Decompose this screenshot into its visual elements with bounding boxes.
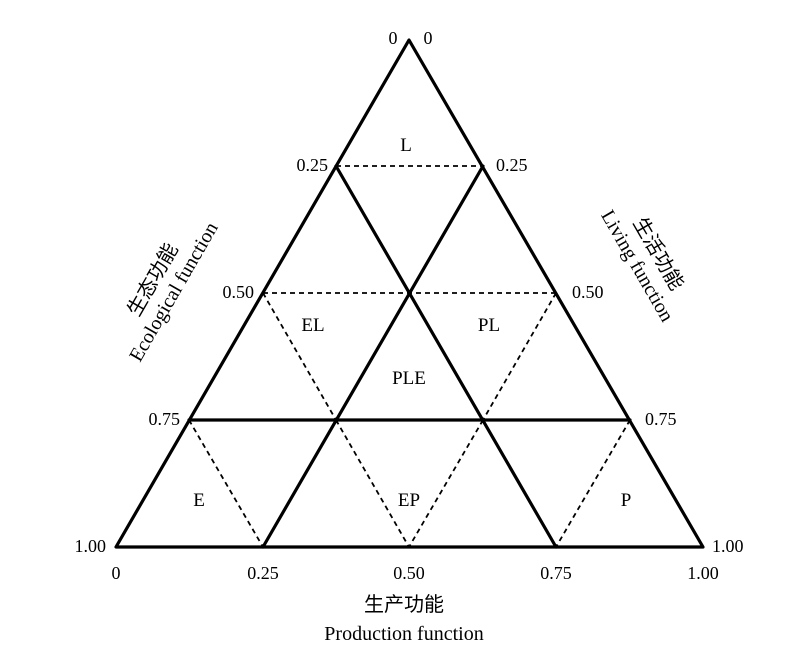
ecological-axis-title: 生态功能 Ecological function [122,218,223,365]
tick-right-075: 0.75 [645,409,677,429]
tick-bottom-075: 0.75 [540,563,572,583]
tick-left-100: 1.00 [75,536,107,556]
solid-line-b [261,164,485,549]
tick-right-050: 0.50 [572,282,604,302]
production-axis-title-cn: 生产功能 [364,592,444,616]
tick-bottom-100: 1.00 [687,563,719,583]
region-label-e: E [193,490,205,511]
tick-right-025: 0.25 [496,155,528,175]
region-label-pl: PL [478,315,500,336]
tick-left-050: 0.50 [223,282,255,302]
tick-left-075: 0.75 [149,409,181,429]
region-label-ple: PLE [392,368,426,389]
production-axis-title-en: Production function [324,623,483,645]
dashed-line-el [262,292,337,421]
tick-apex-right: 0 [424,28,433,48]
dashed-line-ep-right [408,419,484,548]
living-axis-title: 生活功能 Living function [596,206,689,325]
region-label-el: EL [301,315,324,336]
tick-right-100: 1.00 [712,536,744,556]
tick-bottom-050: 0.50 [393,563,425,583]
solid-line-a [334,164,558,549]
tick-left-025: 0.25 [297,155,329,175]
region-label-ep: EP [398,490,420,511]
dashed-line-p [555,419,631,548]
tick-bottom-0: 0 [112,563,121,583]
dashed-line-ep-left [335,419,410,548]
tick-apex-left: 0 [389,28,398,48]
dashed-line-e [188,419,264,548]
region-label-l: L [400,135,412,156]
tick-bottom-025: 0.25 [247,563,279,583]
region-label-p: P [621,490,632,511]
dashed-line-pl [482,292,557,421]
